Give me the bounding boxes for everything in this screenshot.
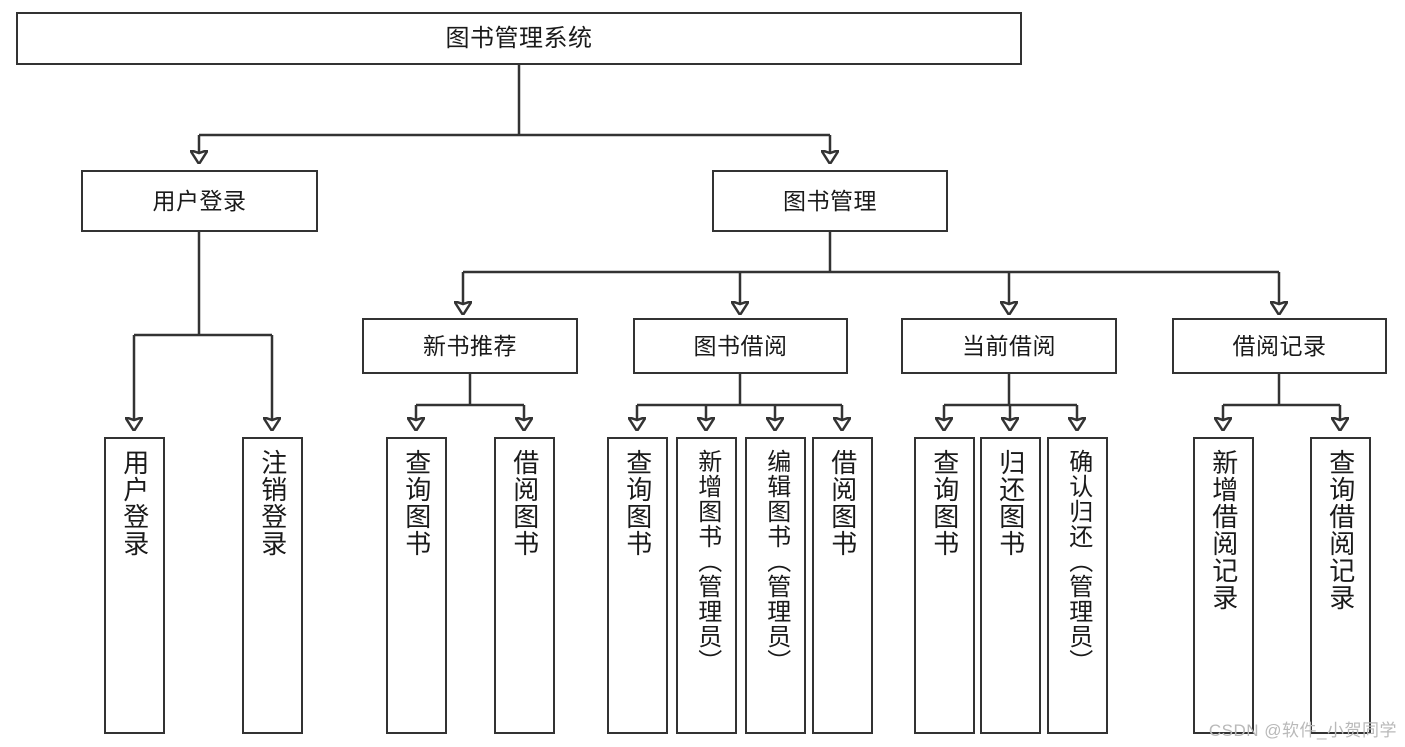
csdn-watermark: CSDN @软件_小贺同学 (1208, 721, 1397, 740)
node-label: 注销登录 (257, 449, 288, 557)
node-label: 新增借阅记录 (1208, 449, 1239, 611)
leaf-current-borrow-return[interactable]: 归还图书 (980, 437, 1041, 734)
node-label: 归还图书 (995, 449, 1026, 557)
node-label: 编辑图书（管理员） (762, 449, 790, 674)
leaf-book-borrow-add[interactable]: 新增图书（管理员） (676, 437, 737, 734)
leaf-borrow-record-add[interactable]: 新增借阅记录 (1193, 437, 1254, 734)
node-label: 查询借阅记录 (1325, 449, 1356, 611)
leaf-user-login-signout[interactable]: 注销登录 (242, 437, 303, 734)
leaf-new-book-query[interactable]: 查询图书 (386, 437, 447, 734)
leaf-current-borrow-query[interactable]: 查询图书 (914, 437, 975, 734)
node-user-login[interactable]: 用户登录 (81, 170, 318, 232)
node-borrow-record[interactable]: 借阅记录 (1172, 318, 1387, 374)
leaf-new-book-borrow[interactable]: 借阅图书 (494, 437, 555, 734)
node-book-borrow[interactable]: 图书借阅 (633, 318, 848, 374)
node-label: 查询图书 (929, 449, 960, 557)
leaf-borrow-record-query[interactable]: 查询借阅记录 (1310, 437, 1371, 734)
node-label: 借阅图书 (827, 449, 858, 557)
node-label: 新书推荐 (423, 332, 517, 359)
node-label: 图书管理系统 (445, 24, 593, 52)
leaf-current-borrow-confirm-return[interactable]: 确认归还（管理员） (1047, 437, 1108, 734)
node-label: 借阅图书 (509, 449, 540, 557)
node-label: 查询图书 (622, 449, 653, 557)
node-root-system[interactable]: 图书管理系统 (16, 12, 1022, 65)
node-label: 确认归还（管理员） (1064, 449, 1092, 674)
node-label: 图书借阅 (693, 332, 788, 359)
node-label: 图书管理 (783, 187, 877, 214)
node-label: 借阅记录 (1232, 332, 1327, 359)
node-current-borrow[interactable]: 当前借阅 (901, 318, 1117, 374)
node-label: 用户登录 (119, 449, 150, 557)
node-new-book-recommend[interactable]: 新书推荐 (362, 318, 578, 374)
leaf-book-borrow-query[interactable]: 查询图书 (607, 437, 668, 734)
leaf-user-login-signin[interactable]: 用户登录 (104, 437, 165, 734)
leaf-book-borrow-edit[interactable]: 编辑图书（管理员） (745, 437, 806, 734)
leaf-book-borrow-lend[interactable]: 借阅图书 (812, 437, 873, 734)
node-label: 用户登录 (152, 187, 247, 214)
node-label: 当前借阅 (962, 332, 1056, 359)
node-label: 新增图书（管理员） (693, 449, 721, 674)
node-label: 查询图书 (401, 449, 432, 557)
node-book-management[interactable]: 图书管理 (712, 170, 948, 232)
